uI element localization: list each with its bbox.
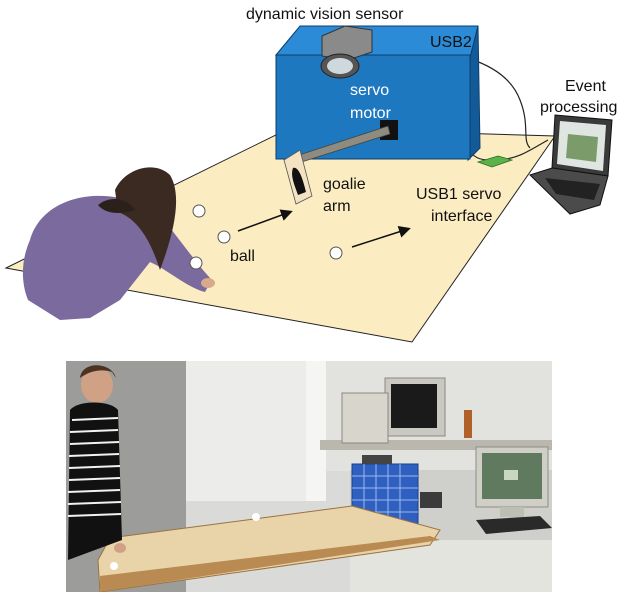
sensor-enclosure xyxy=(274,25,481,162)
keyboard-icon xyxy=(476,516,552,534)
ball-icon xyxy=(329,246,343,260)
sensor-label: dynamic vision sensor xyxy=(246,6,404,23)
dynamic-vision-sensor-icon xyxy=(320,25,373,79)
schematic-diagram: dynamic vision sensor USB2 Event process… xyxy=(4,6,617,343)
ball-icon xyxy=(217,230,231,244)
goalie-arm-label-line2: arm xyxy=(323,198,351,215)
event-processing-label-line1: Event xyxy=(565,78,606,95)
event-processing-label-line2: processing xyxy=(540,99,617,116)
usb2-label: USB2 xyxy=(430,34,472,51)
servo-motor-label-line2: motor xyxy=(350,105,392,122)
setup-photograph xyxy=(66,361,552,593)
ball-icon xyxy=(189,256,203,270)
bottle-icon xyxy=(464,410,472,438)
monitor-icon xyxy=(475,446,549,517)
ball-direction-arrow xyxy=(237,209,293,232)
interface-box xyxy=(420,492,442,508)
crt-monitor-icon xyxy=(341,377,446,444)
ball-icon xyxy=(110,562,118,570)
servo-motor-label-line1: servo xyxy=(350,82,389,99)
person-icon xyxy=(67,365,126,560)
usb1-label-line2: interface xyxy=(431,208,492,225)
person-throwing-ball-icon xyxy=(22,167,215,320)
usb1-servo-interface-board xyxy=(476,155,514,168)
ball-icon xyxy=(192,204,206,218)
usb1-label-line1: USB1 servo xyxy=(416,186,501,203)
ball-label: ball xyxy=(230,248,255,265)
goalie-arm-label-line1: goalie xyxy=(323,176,366,193)
laptop-icon xyxy=(529,114,613,215)
ball-direction-arrow xyxy=(351,226,411,248)
ball-icon xyxy=(252,513,260,521)
